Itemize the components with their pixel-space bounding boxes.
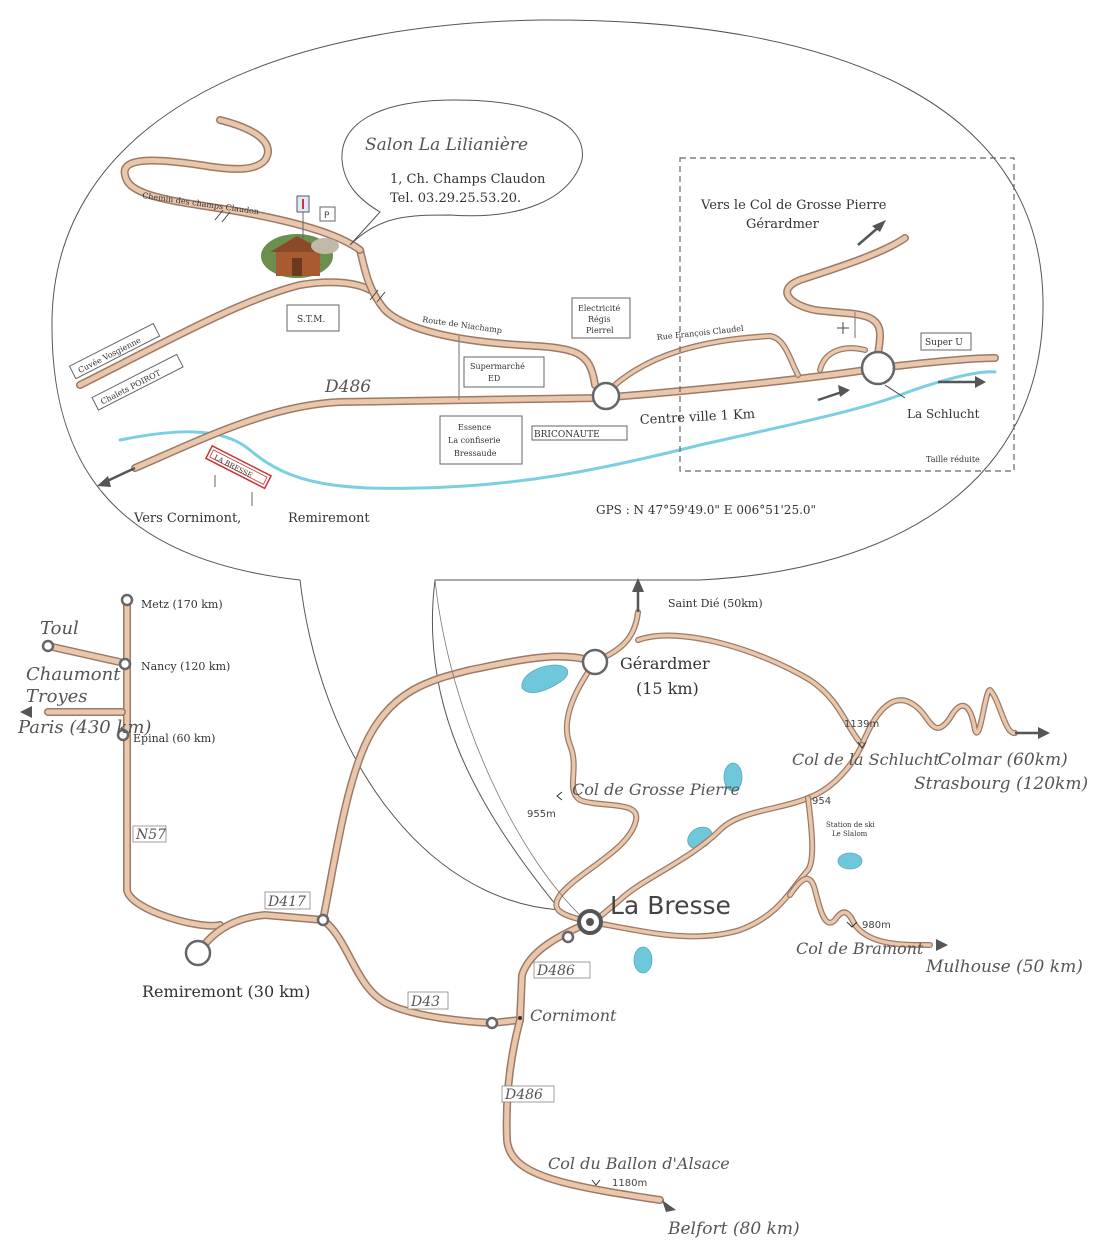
nancy-label: Nancy (120 km) xyxy=(141,660,230,673)
town-remiremont xyxy=(184,939,212,967)
town-toul xyxy=(41,639,55,653)
callout-pointer xyxy=(434,579,586,921)
remiremont-label: Remiremont (30 km) xyxy=(142,982,310,1001)
paris-label: Paris (430 km) xyxy=(17,717,151,738)
col-grosse-pierre-label: Col de Grosse Pierre xyxy=(572,780,740,799)
gerardmer-distance: (15 km) xyxy=(636,679,699,698)
troyes-label: Troyes xyxy=(26,686,88,707)
gerardmer-label: Gérardmer xyxy=(620,654,710,673)
n57-label: N57 xyxy=(135,827,166,843)
station-label-2: Le Slalom xyxy=(832,830,868,838)
col-schlucht-alt: 1139m xyxy=(844,719,879,730)
col-grosse-pierre-alt: 955m xyxy=(527,809,556,820)
col-schlucht-label: Col de la Schlucht xyxy=(792,750,941,769)
epinal-label: Epinal (60 km) xyxy=(133,732,215,745)
super-u-label: Super U xyxy=(925,338,963,348)
arrow-icon xyxy=(857,220,886,246)
col-bramont-alt: 980m xyxy=(862,920,891,931)
dir-la-schlucht: La Schlucht xyxy=(907,407,980,421)
col-bramont-label: Col de Bramont xyxy=(796,939,924,958)
junction xyxy=(561,930,575,944)
electricite-label-1: Electricité xyxy=(578,304,620,313)
briconaute-label: BRICONAUTE xyxy=(534,430,600,440)
salon-speech-bubble xyxy=(341,99,583,246)
arrow-icon xyxy=(936,939,948,951)
dir-vers-cornimont: Vers Cornimont, xyxy=(133,511,241,526)
d417-label: D417 xyxy=(267,894,306,910)
parking-label: P xyxy=(324,211,330,221)
dir-gerardmer: Gérardmer xyxy=(746,217,820,232)
lake xyxy=(837,852,863,870)
town-metz xyxy=(120,593,134,607)
essence-label-2: La confiserie xyxy=(448,436,501,445)
junction xyxy=(316,913,330,927)
dir-col-grosse-pierre: Vers le Col de Grosse Pierre xyxy=(700,198,887,213)
saint-die-label: Saint Dié (50km) xyxy=(668,597,763,610)
col-schlucht-alt2: 954 xyxy=(812,796,831,807)
roundabout-icon xyxy=(860,350,896,386)
chemin-label: Chemin des champs Claudon xyxy=(142,191,260,216)
electricite-label-3: Pierrel xyxy=(586,326,614,335)
essence-label-3: Bressaude xyxy=(454,449,497,458)
town-nancy xyxy=(118,657,132,671)
arrow-icon xyxy=(938,376,986,388)
chaumont-label: Chaumont xyxy=(26,664,121,685)
la-bresse-label: La Bresse xyxy=(610,891,731,920)
mulhouse-label: Mulhouse (50 km) xyxy=(925,957,1083,977)
d43-label: D43 xyxy=(410,994,440,1010)
cornimont-label: Cornimont xyxy=(530,1006,617,1025)
colmar-label: Colmar (60km) xyxy=(938,750,1068,770)
arrow-icon xyxy=(632,578,644,612)
detail-map: P S.T.M. Electricité Régis Pierrel Super… xyxy=(68,99,1015,526)
stm-label: S.T.M. xyxy=(297,315,325,325)
junction xyxy=(485,1016,499,1030)
lake xyxy=(633,946,653,974)
salon-chalet-icon xyxy=(261,234,339,278)
strasbourg-label: Strasbourg (120km) xyxy=(914,774,1088,794)
d486-label-b: D486 xyxy=(504,1087,543,1103)
supermarche-label-2: ED xyxy=(488,374,500,383)
electricite-label-2: Régis xyxy=(588,315,611,324)
metz-label: Metz (170 km) xyxy=(141,598,223,611)
salon-address: 1, Ch. Champs Claudon xyxy=(390,172,546,187)
d486-detail-label: D486 xyxy=(324,377,371,397)
essence-label-1: Essence xyxy=(458,423,491,432)
roundabout-icon xyxy=(591,381,621,411)
col-ballon-label: Col du Ballon d'Alsace xyxy=(548,1154,730,1173)
d486-label-a: D486 xyxy=(536,963,575,979)
lake-gerardmer xyxy=(521,664,569,694)
belfort-label: Belfort (80 km) xyxy=(667,1219,800,1239)
arrow-icon xyxy=(97,466,136,487)
taille-reduite: Taille réduite xyxy=(926,455,980,464)
signpost-icon xyxy=(296,195,310,238)
arrow-icon xyxy=(817,385,850,402)
reduced-size-frame xyxy=(679,157,1015,472)
col-ballon-alt: 1180m xyxy=(612,1178,647,1189)
town-cornimont xyxy=(518,1016,522,1020)
dir-remiremont: Remiremont xyxy=(288,511,370,526)
arrow-icon xyxy=(662,1200,676,1212)
dir-centre-ville: Centre ville 1 Km xyxy=(639,407,755,428)
lake xyxy=(723,762,743,792)
supermarche-label-1: Supermarché xyxy=(470,362,525,371)
callout-bubble xyxy=(51,19,1044,911)
salon-name: Salon La Lilianière xyxy=(365,135,528,155)
toul-label: Toul xyxy=(40,618,79,639)
gps-coordinates: GPS : N 47°59'49.0" E 006°51'25.0" xyxy=(596,503,816,517)
arrow-icon xyxy=(20,706,32,718)
region-map: Metz (170 km) Nancy (120 km) Epinal (60 … xyxy=(17,578,1088,1239)
town-epinal xyxy=(116,728,130,742)
salon-phone: Tel. 03.29.25.53.20. xyxy=(390,191,521,206)
town-gerardmer xyxy=(581,648,609,676)
station-label-1: Station de ski xyxy=(826,821,875,829)
arrow-icon xyxy=(1015,727,1050,739)
